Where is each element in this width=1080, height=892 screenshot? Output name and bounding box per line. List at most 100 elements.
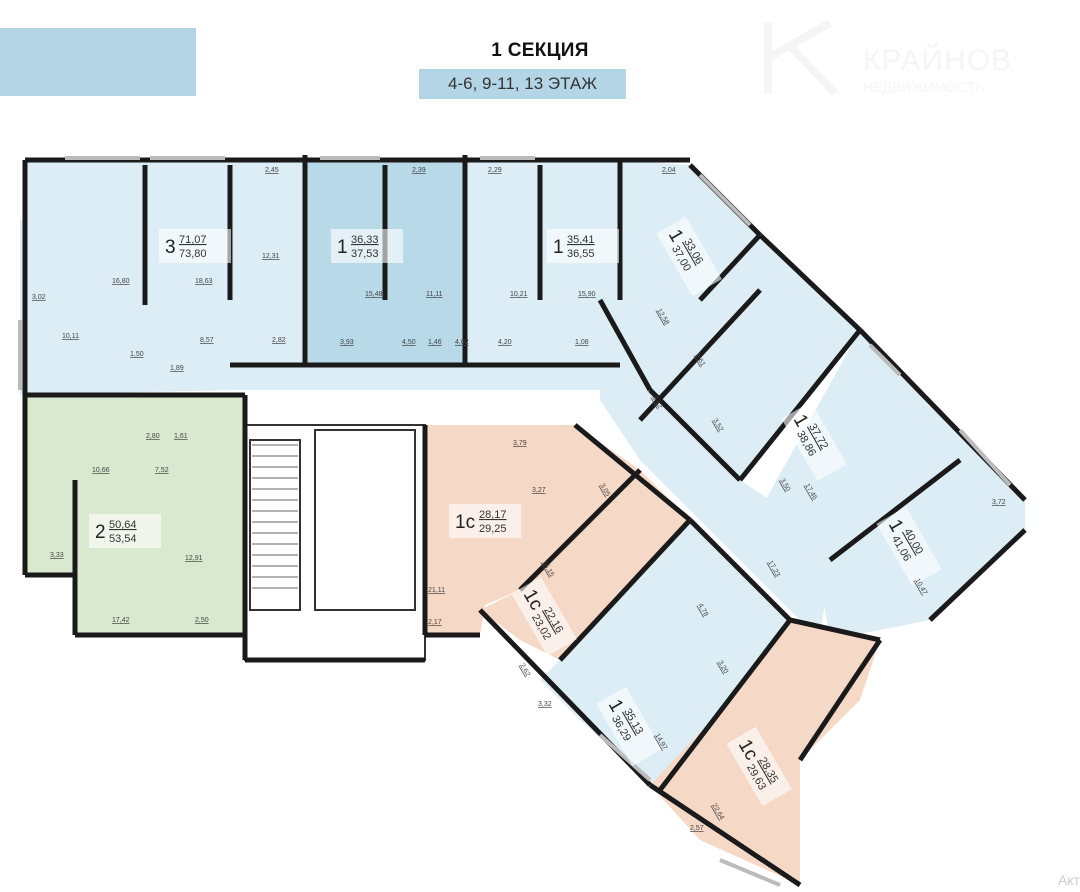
room-area: 1,46 (428, 339, 442, 346)
wall (558, 518, 692, 662)
wall (648, 782, 802, 888)
apartment-living-area: 50,64 (109, 519, 137, 531)
room-area: 10,11 (62, 333, 79, 340)
room-area: 10,21 (510, 291, 528, 298)
window (958, 428, 1012, 487)
apartment-total-area: 29,25 (479, 523, 507, 535)
room-area: 17,42 (112, 617, 130, 624)
wall (797, 638, 883, 762)
room-area: 1,50 (130, 351, 144, 358)
apartment-living-area: 35,41 (567, 234, 595, 246)
wall (738, 328, 862, 482)
room-area: 4,20 (498, 339, 512, 346)
room-area: 2,04 (662, 167, 676, 174)
room-area: 4,02 (455, 339, 469, 346)
wall (789, 617, 881, 643)
label-background (876, 506, 942, 587)
brand-logo-icon (764, 19, 838, 96)
apartment-total-area: 37,53 (351, 248, 379, 260)
apartment-rooms: 1с (455, 512, 475, 533)
label-background (449, 504, 521, 538)
room-area: 3,32 (538, 701, 552, 708)
wall (688, 518, 792, 622)
room-area: 3,93 (340, 339, 354, 346)
wall (758, 233, 862, 332)
room-area: 2,17 (428, 619, 442, 626)
apartment-rooms: 2 (95, 522, 106, 543)
apartment-living-area: 71,07 (179, 234, 207, 246)
wall (518, 468, 642, 592)
wall (597, 298, 653, 392)
room-area: 2,45 (265, 167, 279, 174)
hall-upper-fill (20, 300, 620, 395)
apartment-total-area: 73,80 (179, 248, 207, 260)
apartment-rooms: 1 (553, 237, 564, 258)
brand-name: КРАЙНОВ (863, 44, 1013, 77)
room-area: 2,29 (488, 167, 502, 174)
window (719, 858, 781, 887)
wall (573, 423, 692, 522)
wall (698, 233, 762, 302)
floors-badge: 4-6, 9-11, 13 ЭТАЖ (419, 69, 626, 99)
apartment-living-area: 36,33 (351, 234, 379, 246)
wall (828, 458, 962, 562)
brand-watermark: КРАЙНОВ НЕДВИЖИМОСТЬ (760, 18, 1060, 98)
section-title: 1 СЕКЦИЯ (491, 40, 589, 61)
apartment-living-area: 28,17 (479, 509, 507, 521)
label-background (89, 514, 161, 548)
apartment-rooms: 1 (337, 237, 348, 258)
apartment-1c-a-fill (425, 425, 640, 635)
room-area: 12,91 (185, 555, 203, 562)
room-area: 15,48 (365, 291, 383, 298)
room-area: 3,27 (532, 487, 546, 494)
stair-flight (249, 439, 301, 611)
room-area: 2,39 (412, 167, 426, 174)
label-background (511, 576, 577, 657)
room-area: 10,66 (92, 467, 110, 474)
apartment-total-area: 53,54 (109, 533, 137, 545)
apartment-1-room-e-fill (760, 330, 1025, 640)
room-area: 18,63 (195, 278, 213, 285)
corner-text: Акт (1057, 872, 1080, 888)
room-area: 12,31 (262, 253, 280, 260)
label-background (159, 229, 231, 263)
room-area: 11,11 (426, 291, 443, 298)
room-area: 16,80 (112, 278, 130, 285)
apartment-label[interactable]: 1с 28,17 29,25 (449, 504, 521, 538)
room-area: 4,50 (402, 339, 416, 346)
apartment-rooms: 3 (165, 237, 176, 258)
window (868, 343, 902, 377)
wall (648, 388, 742, 482)
room-area: 15,90 (578, 291, 596, 298)
label-background (547, 229, 619, 263)
room-area: 21,11 (428, 587, 445, 594)
label-background (331, 229, 403, 263)
label-background (656, 216, 722, 297)
room-area: 3,02 (32, 294, 46, 301)
label-background (596, 686, 662, 767)
label-background (781, 401, 847, 482)
room-area: 1,89 (170, 365, 184, 372)
room-area: 8,57 (200, 337, 214, 344)
room-area: 2,82 (272, 337, 286, 344)
window (698, 173, 752, 227)
room-area: 7,52 (155, 467, 169, 474)
legend-color-box (0, 28, 196, 96)
brand-subtitle: НЕДВИЖИМОСТЬ (863, 79, 985, 95)
room-area: 3,79 (513, 440, 527, 447)
room-area: 3,72 (992, 499, 1006, 506)
room-area: 2,57 (690, 825, 704, 832)
apartment-total-area: 36,55 (567, 248, 595, 260)
label-background (726, 726, 792, 807)
elevator-shaft (314, 429, 416, 611)
wall (928, 528, 1027, 622)
